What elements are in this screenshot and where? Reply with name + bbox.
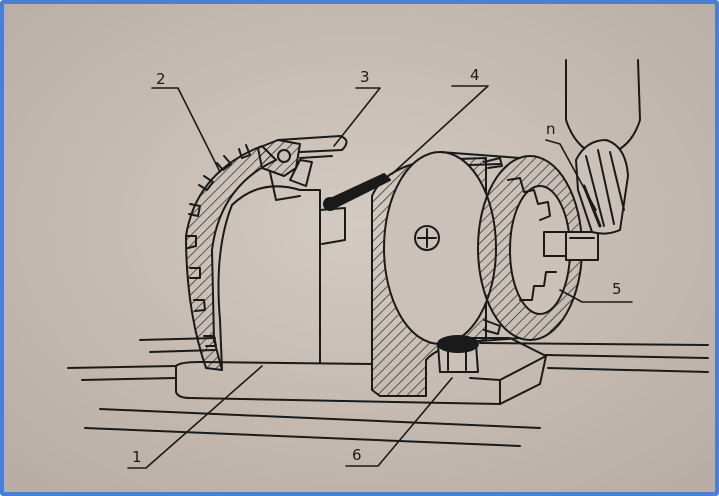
spindle-drum [383, 151, 521, 345]
callout-3: 3 [360, 68, 370, 86]
callout-n: n [546, 120, 556, 138]
base-plate [175, 337, 547, 405]
indexing-latch [257, 135, 348, 201]
three-jaw-chuck [477, 155, 599, 341]
dividing-head-drawing: 1 2 3 4 5 6 n [4, 4, 715, 492]
table-rails [67, 337, 709, 447]
clamping-bolt [437, 335, 479, 373]
index-plate [185, 144, 277, 371]
callout-4: 4 [470, 66, 480, 84]
leader-lines [127, 85, 633, 469]
callout-2: 2 [156, 70, 166, 88]
callout-6: 6 [352, 446, 362, 464]
callout-1: 1 [132, 448, 142, 466]
callout-5: 5 [612, 280, 622, 298]
